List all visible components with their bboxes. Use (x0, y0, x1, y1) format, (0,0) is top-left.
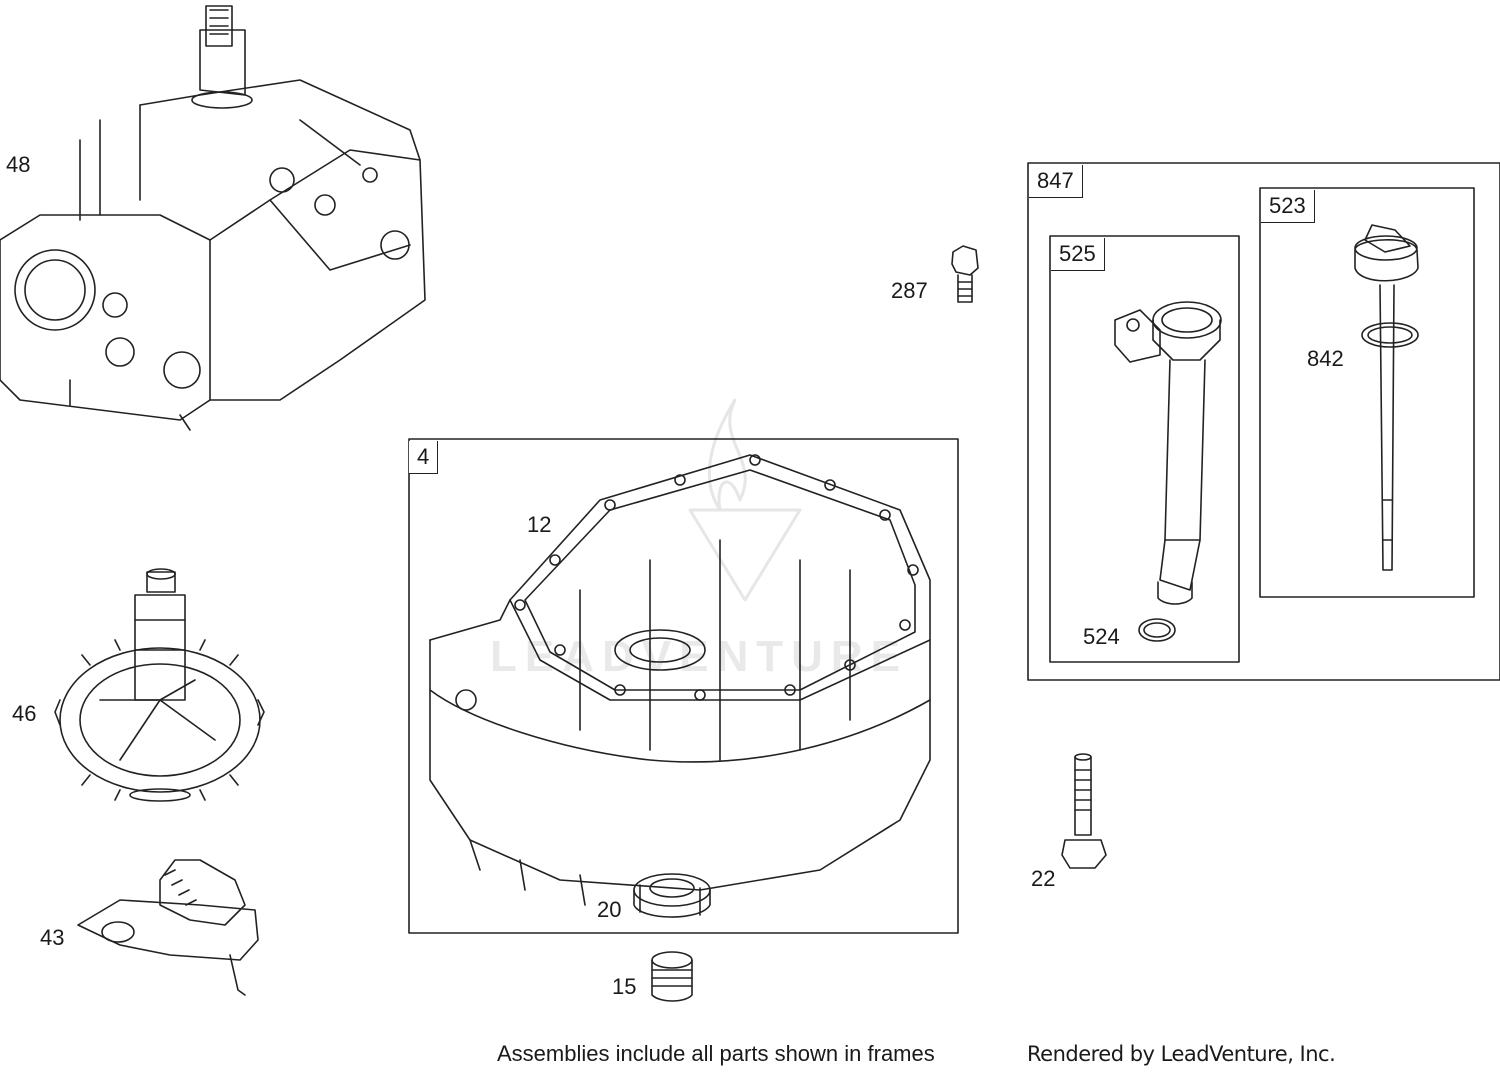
frame-523 (1259, 187, 1475, 598)
frame-4 (408, 438, 959, 934)
part-842-o-ring (1361, 322, 1419, 348)
part-4-crankcase-cover (429, 454, 931, 916)
part-524-o-ring (1138, 618, 1176, 642)
part-48-cylinder-block (0, 5, 426, 431)
callout-20: 20 (597, 897, 622, 922)
part-523-dipstick (1354, 224, 1419, 571)
part-43-governor-bracket (77, 859, 259, 996)
frame-523-label: 523 (1261, 190, 1315, 223)
part-15-plug (651, 951, 693, 1002)
callout-524: 524 (1083, 624, 1120, 649)
callout-22: 22 (1031, 866, 1056, 891)
callout-43: 43 (40, 925, 65, 950)
frame-4-label: 4 (409, 441, 439, 474)
callout-12: 12 (527, 512, 552, 537)
callout-842: 842 (1307, 346, 1344, 371)
part-22-bolt (1061, 753, 1107, 869)
callout-15: 15 (612, 974, 637, 999)
callout-287: 287 (891, 278, 928, 303)
frame-525 (1049, 235, 1240, 663)
callout-48: 48 (6, 152, 31, 177)
part-46-cam-gear (54, 568, 265, 802)
frame-525-label: 525 (1051, 238, 1105, 271)
frame-847 (1027, 162, 1500, 681)
callout-46: 46 (12, 701, 37, 726)
part-525-dipstick-tube (1114, 301, 1222, 605)
part-20-oil-seal (633, 873, 711, 918)
part-287-bolt (951, 245, 979, 303)
frame-847-label: 847 (1029, 165, 1083, 198)
footer-credit: Rendered by LeadVenture, Inc. (1027, 1042, 1336, 1066)
watermark-logo (688, 398, 802, 602)
footer-note: Assemblies include all parts shown in fr… (497, 1041, 935, 1066)
